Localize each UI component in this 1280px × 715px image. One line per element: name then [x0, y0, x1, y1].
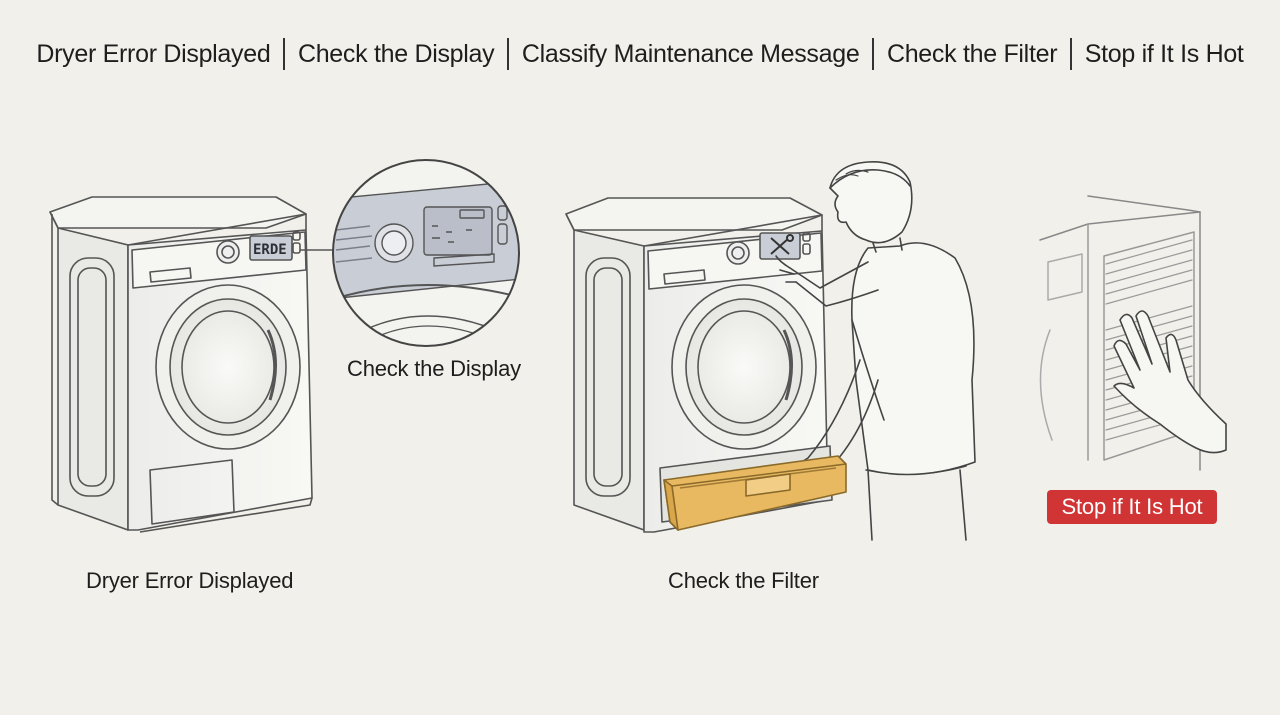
error-code-readout: ERDE: [253, 242, 287, 258]
caption-check-display: Check the Display: [347, 356, 521, 381]
step-separator: [283, 38, 285, 70]
step-2-label: Check the Display: [297, 39, 495, 68]
dryer-error-illustration: ERDE: [49, 196, 313, 533]
step-separator: [1070, 38, 1072, 70]
step-1-label: Dryer Error Displayed: [36, 39, 271, 68]
step-separator: [507, 38, 509, 70]
hot-warning-badge: Stop if It Is Hot: [1047, 490, 1217, 524]
step-separator: [872, 38, 874, 70]
step-3-label: Classify Maintenance Message: [521, 39, 860, 68]
display-zoom-magnifier: [332, 159, 520, 347]
step-5-label: Stop if It Is Hot: [1084, 39, 1244, 68]
hot-dryer-closeup: [1039, 195, 1227, 471]
lint-filter-drawer: [663, 455, 847, 531]
step-4-label: Check the Filter: [886, 39, 1058, 68]
caption-dryer-error: Dryer Error Displayed: [86, 568, 294, 593]
step-breadcrumb: Dryer Error Displayed Check the Display …: [0, 38, 1280, 70]
maintenance-wrench-icon: [770, 234, 794, 255]
caption-check-filter: Check the Filter: [668, 568, 819, 593]
person-figure: [751, 161, 976, 541]
dryer-filter-illustration: [565, 197, 833, 533]
hand-touching-icon: [1113, 310, 1227, 454]
